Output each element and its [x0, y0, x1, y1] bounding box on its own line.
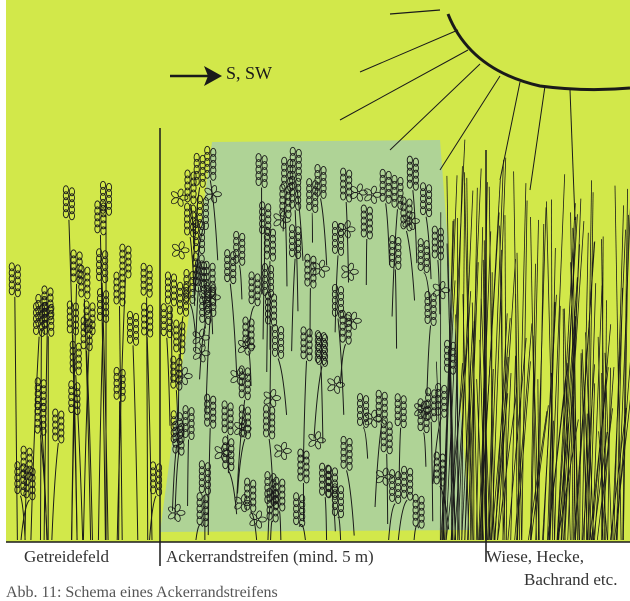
zone-label-grain-field: Getreidefeld — [24, 548, 109, 565]
zone-label-stream-edge: Bachrand etc. — [524, 571, 617, 588]
zone-label-meadow: Wiese, Hecke, — [486, 548, 584, 565]
direction-label: S, SW — [226, 64, 272, 82]
zone-label-field-margin-strip: Ackerrandstreifen (mind. 5 m) — [166, 548, 374, 565]
